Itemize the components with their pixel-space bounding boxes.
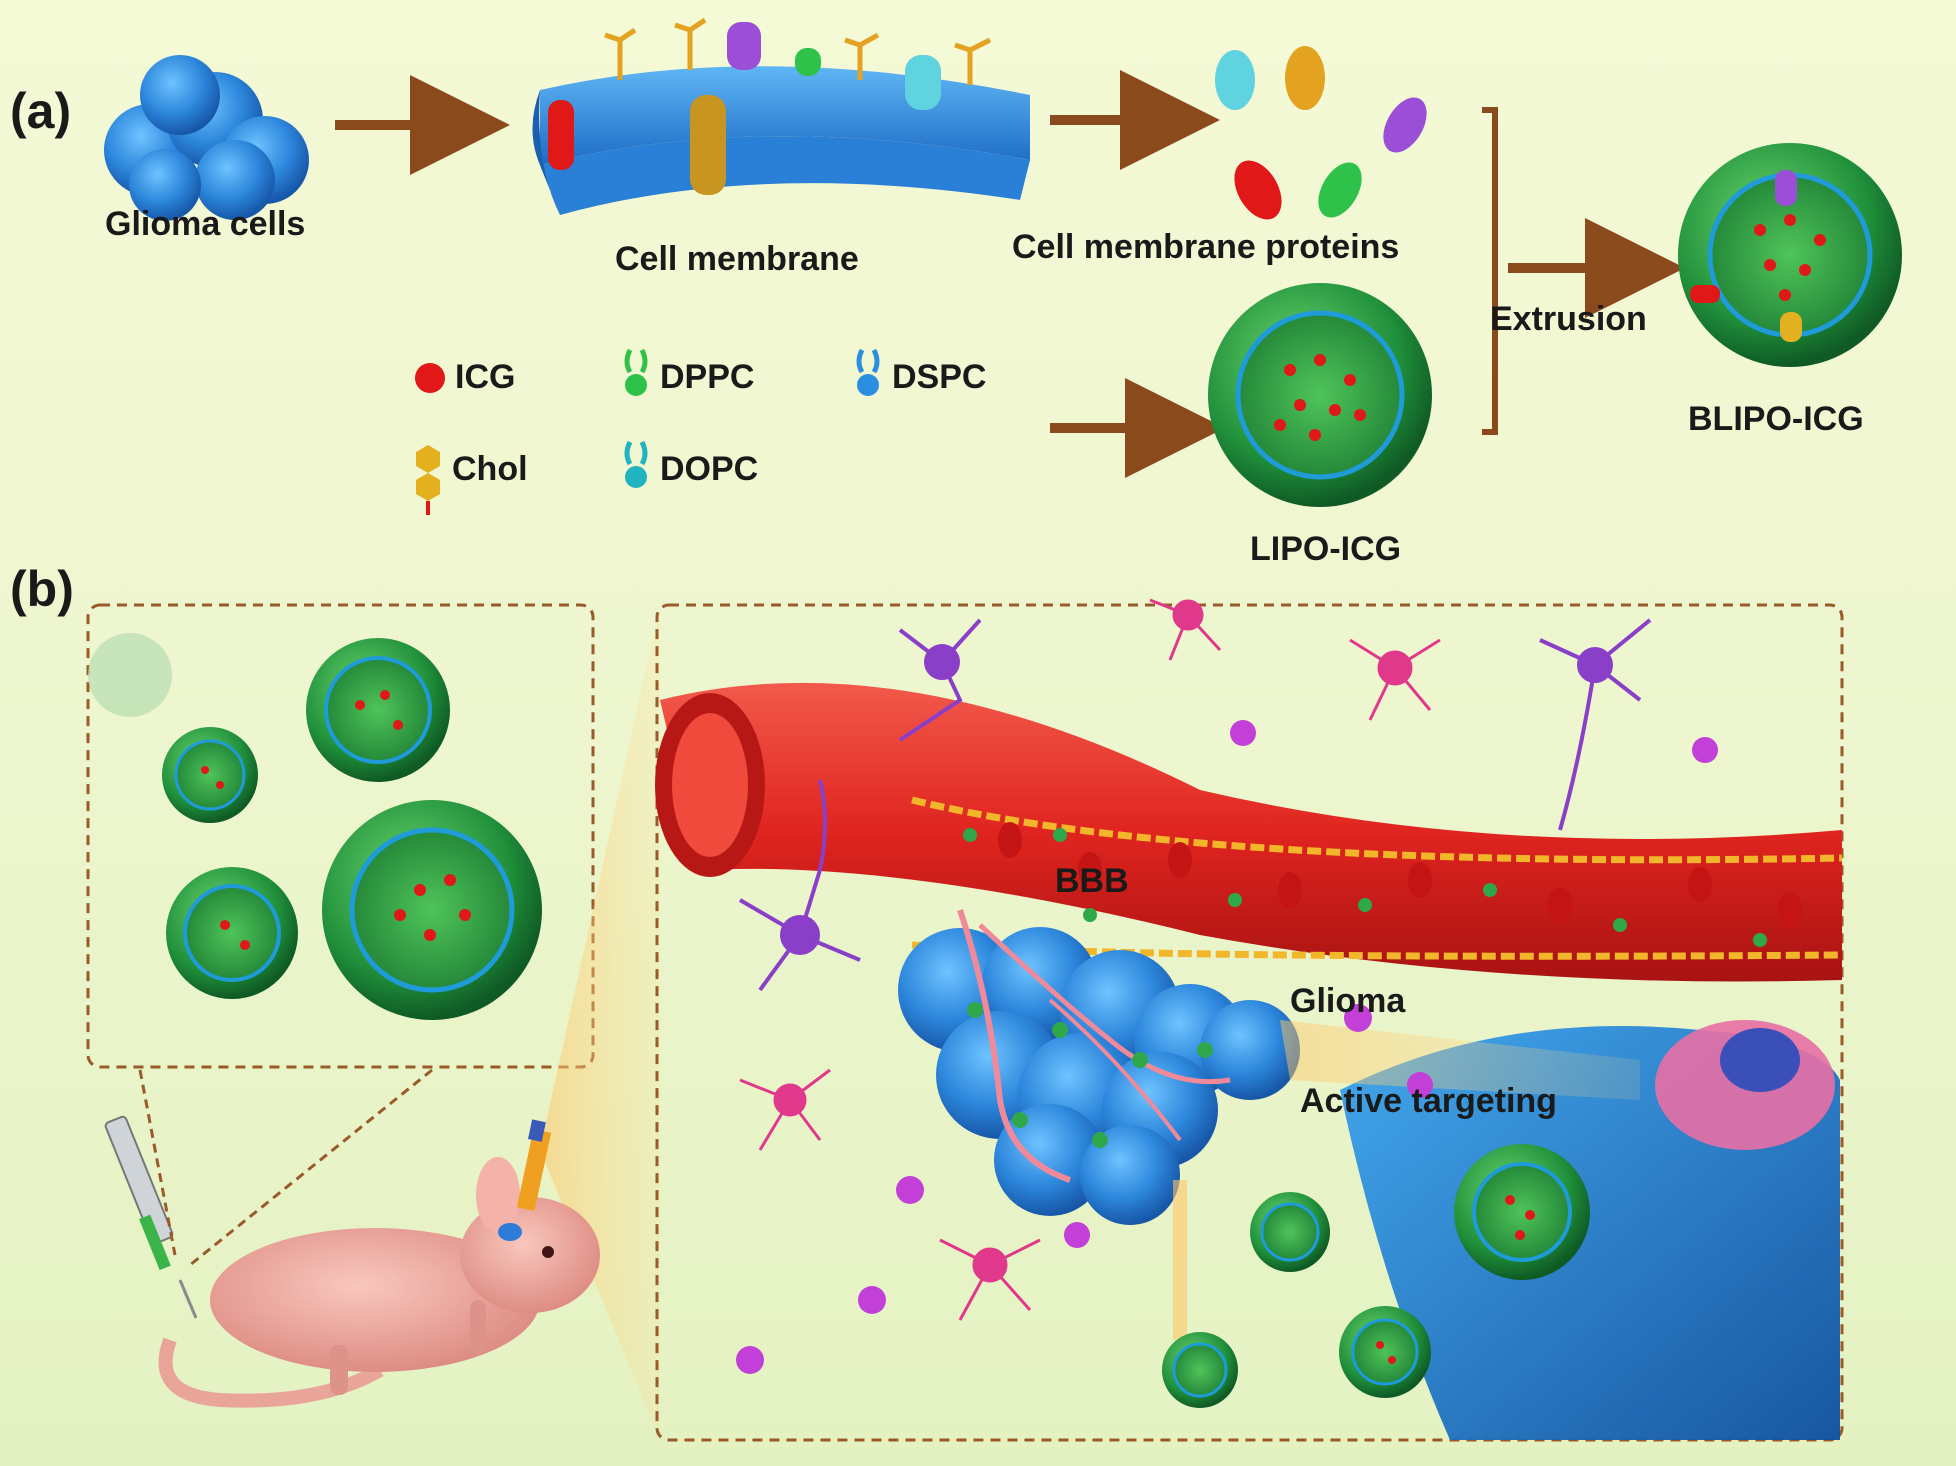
glioma-cells-label: Glioma cells [105,205,306,243]
lipo-icg-liposome [1208,283,1432,507]
membrane-protein-red [548,100,574,170]
cell-membrane-label: Cell membrane [615,240,859,278]
legend-chol-label: Chol [452,450,528,488]
microglia-cells [739,598,1441,1321]
lipo-icg-label: LIPO-ICG [1250,530,1402,568]
legend-dopc-label: DOPC [660,450,759,488]
legend-dppc-label: DPPC [660,358,755,396]
legend-icg-label: ICG [455,358,516,396]
targeting-beam [1280,1020,1640,1100]
spiky-particles [736,720,1718,1374]
liposome-inset-frame [86,603,595,1069]
inset-leader-right [189,1068,433,1267]
syringe [104,1115,198,1319]
extrusion-label: Extrusion [1490,300,1647,338]
inset-leader-left [138,1069,177,1256]
legend-dppc-icon [624,348,648,396]
membrane-protein-yellow [690,95,726,195]
nude-mouse [158,1119,600,1408]
light-beam [540,605,660,1440]
membrane-protein-green [795,48,821,76]
neuron-cells [738,618,1652,992]
panel-b-label: (b) [10,561,74,617]
blood-vessel [655,682,1843,982]
blipo-icg-label: BLIPO-ICG [1688,400,1864,438]
active-targeting-label: Active targeting [1300,1082,1557,1120]
membrane-protein-purple [727,22,761,70]
legend-icg-icon [415,363,445,393]
inset-liposomes [88,633,542,1020]
blipo-icg-liposome [1678,143,1902,367]
cell-membrane-bilayer [532,17,1030,215]
glioma-tumor-mass [898,909,1300,1225]
bbb-label: BBB [1055,862,1129,900]
cell-nucleus [1720,1028,1800,1092]
membrane-proteins-label: Cell membrane proteins [1012,228,1400,266]
legend-dspc-label: DSPC [892,358,987,396]
glioma-label: Glioma [1290,982,1406,1020]
extrusion-bracket [1482,107,1498,435]
legend-chol-icon [416,445,440,515]
panel-a-label: (a) [10,83,72,139]
legend-dspc-icon [856,348,880,396]
legend-dopc-icon [624,440,648,488]
membrane-protein-cyan [905,55,941,110]
glioma-cells-cluster [104,55,309,221]
membrane-proteins-group [1215,46,1427,220]
tissue-liposomes [1162,1144,1590,1408]
brain-microenvironment-frame [655,603,1844,1442]
